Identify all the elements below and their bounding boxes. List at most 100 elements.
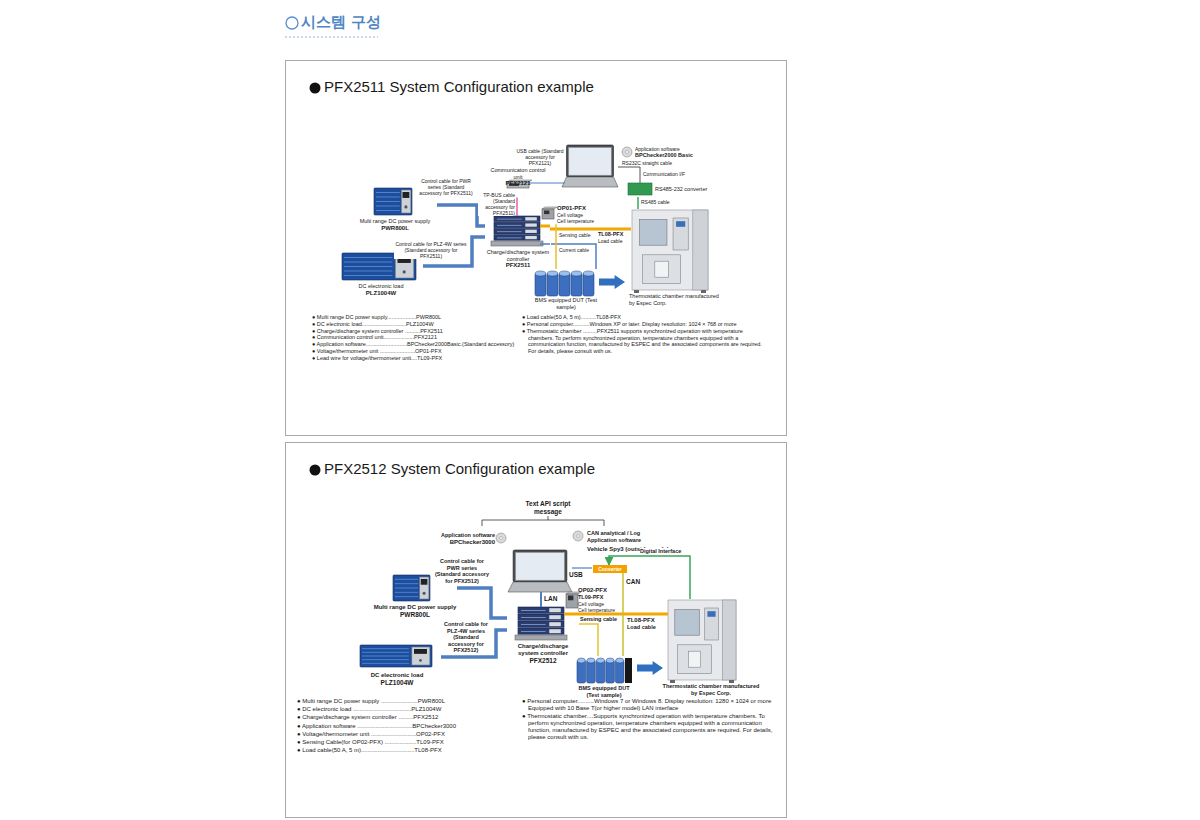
node-label: Application software bbox=[635, 146, 721, 152]
list-item: ● Thermostatic chamber .........PFX2511 … bbox=[522, 328, 762, 354]
software-disc-icon bbox=[622, 147, 632, 157]
cable-connector bbox=[555, 224, 557, 269]
cable-label: RS232C straight cable bbox=[622, 160, 672, 166]
cable-label: Digital Interface bbox=[640, 548, 681, 555]
config-panel: PFX2512 System Configuration exampleAppl… bbox=[285, 442, 787, 818]
unit-picture bbox=[542, 207, 557, 219]
list-item: ● Personal computer..........Windows 7 o… bbox=[522, 698, 780, 712]
list-item: ● Voltage/thermometer unit .............… bbox=[297, 731, 512, 738]
application-software: Application softwareBPChecker3000 bbox=[427, 532, 509, 546]
node-sublabel: Cell voltage bbox=[578, 601, 623, 607]
port-label: LAN bbox=[544, 595, 557, 603]
node-sublabel: PLZ1004W bbox=[353, 679, 441, 687]
chamber-picture bbox=[632, 210, 708, 293]
node-sublabel: PFX2512 bbox=[507, 657, 579, 665]
node-label: OP02-PFX bbox=[578, 587, 623, 594]
node-label: RS485-232 converter bbox=[655, 186, 717, 193]
list-item: ● Charge/discharge system controller ...… bbox=[297, 714, 512, 721]
application-software: Application softwareBPChecker2000 Basic bbox=[621, 146, 721, 159]
node-label: Charge/discharge system controller bbox=[485, 249, 551, 262]
node-label: DC electronic load bbox=[353, 672, 441, 679]
node-sublabel: PWR800L bbox=[373, 611, 457, 619]
node-label: BMS equipped DUT (Test sample) bbox=[531, 297, 601, 310]
node-sublabel: PWR800L bbox=[353, 225, 437, 232]
thermostatic-chamber: Thermostatic chamber manufactured by Esp… bbox=[629, 209, 721, 306]
cable-label: Sensing cable bbox=[559, 232, 590, 238]
cable-connector bbox=[622, 573, 624, 656]
cable-label: Control cable for PLZ-4W series (Standar… bbox=[394, 241, 468, 259]
cable-label: Current cable bbox=[559, 247, 589, 253]
cable-label: RS485 cable bbox=[641, 199, 670, 205]
power-unit-picture bbox=[393, 575, 430, 601]
interface-label: Communication I/F bbox=[643, 171, 685, 177]
software-disc-icon bbox=[573, 531, 583, 541]
node-label: Converter bbox=[593, 566, 627, 572]
cable-label: TP-BUS cable (Standard accessory for PFX… bbox=[478, 192, 515, 216]
node-label: OP01-PFX bbox=[557, 205, 603, 212]
node-label: Application software bbox=[427, 532, 495, 539]
node-label: Communicaton control unit bbox=[488, 167, 548, 180]
list-item: ● Voltage/thermometer unit .............… bbox=[312, 348, 517, 355]
cable-label: Control cable for PWR series (Standard a… bbox=[434, 558, 490, 584]
cable-label: Control cable for PLZ-4W series (Standar… bbox=[440, 621, 492, 654]
battery-pack-picture bbox=[577, 658, 632, 683]
cable-label: USB cable (Standard accessory for PFX212… bbox=[516, 148, 564, 166]
laptop-picture bbox=[562, 145, 618, 187]
thermometer-unit: OP02-PFXTL09-PFXCell voltageCell tempera… bbox=[565, 587, 623, 613]
list-item: ● Communication control unit............… bbox=[312, 334, 517, 341]
system-controller: Charge/discharge system controllerPFX251… bbox=[507, 606, 579, 665]
api-label: Text API script message bbox=[523, 500, 573, 516]
thermostatic-chamber: Thermostatic chamber manufactured by Esp… bbox=[661, 599, 761, 696]
node-label: BMS equipped DUT (Test sample) bbox=[573, 685, 635, 698]
power-unit-picture bbox=[360, 645, 432, 667]
cable-connector bbox=[637, 197, 639, 209]
node-sublabel: PLZ1004W bbox=[339, 290, 423, 297]
node-label: Multi range DC power supply bbox=[353, 218, 437, 225]
node-label: CAN analytical / Log Application softwar… bbox=[587, 530, 649, 543]
node-label: Thermostatic chamber manufactured by Esp… bbox=[661, 683, 761, 696]
list-item: ● DC electronic load....................… bbox=[312, 321, 517, 328]
controller-rack-picture bbox=[491, 216, 543, 246]
controller-rack-picture bbox=[515, 607, 567, 640]
cable-label: Sensing cable bbox=[580, 616, 617, 623]
panel-heading: PFX2512 System Configuration example bbox=[324, 460, 786, 478]
cable-connector bbox=[457, 588, 507, 618]
power-unit-picture bbox=[374, 188, 412, 215]
list-item: ● Multi range DC power supply...........… bbox=[312, 314, 517, 321]
node-sublabel: Cell temperature bbox=[578, 607, 623, 613]
list-item: ● Load cable(50 A, 5 m)..........TL08-PF… bbox=[522, 314, 762, 321]
converter: RS485-232 converter bbox=[627, 182, 717, 197]
list-item: ● Sensing Cable(for OP02-PFX) ..........… bbox=[297, 739, 512, 746]
cable-connector bbox=[609, 556, 690, 599]
electronic-load: DC electronic loadPLZ1004W bbox=[353, 644, 441, 687]
panel-heading: PFX2511 System Configuration example bbox=[324, 78, 786, 96]
software-disc-icon bbox=[496, 533, 506, 543]
node-sublabel: BPChecker3000 bbox=[427, 539, 495, 546]
chamber-picture bbox=[668, 600, 736, 683]
cable-label: Load cable bbox=[627, 624, 656, 631]
page-title: 시스템 구성 bbox=[301, 13, 381, 31]
node-label: Multi range DC power supply bbox=[373, 604, 457, 611]
cable-connector bbox=[579, 624, 598, 656]
node-sublabel: PFX2511 bbox=[485, 262, 551, 269]
battery-dut: BMS equipped DUT (Test sample) bbox=[573, 656, 635, 698]
part-number: TL08-PFX bbox=[627, 617, 655, 624]
list-item: ● Load cable(50 A, 5 m).................… bbox=[297, 747, 512, 754]
node-sublabel: Cell voltage bbox=[557, 212, 603, 218]
cable-label: Control cable for PWR series (Standard a… bbox=[416, 178, 476, 196]
list-item: ● Personal computer...........Windows XP… bbox=[522, 321, 762, 328]
flow-arrow bbox=[637, 661, 663, 675]
cable-lines bbox=[529, 167, 640, 244]
cable-label: CAN bbox=[626, 578, 640, 586]
cable-lines bbox=[482, 516, 668, 614]
list-item: ● Multi range DC power supply ..........… bbox=[297, 698, 512, 705]
cable-label: Load cable bbox=[598, 238, 622, 244]
list-item: ● Application software..................… bbox=[312, 341, 517, 348]
config-panel: PFX2511 System Configuration exampleMult… bbox=[285, 60, 787, 436]
list-item: ● Lead wire for voltage/thermometer unit… bbox=[312, 355, 517, 362]
flow-arrow bbox=[599, 275, 625, 289]
list-item: ● Charge/discharge system controller ...… bbox=[312, 328, 517, 335]
port-label: USB bbox=[569, 571, 583, 579]
cable-connector bbox=[551, 244, 596, 269]
battery-pack-picture bbox=[535, 271, 594, 296]
